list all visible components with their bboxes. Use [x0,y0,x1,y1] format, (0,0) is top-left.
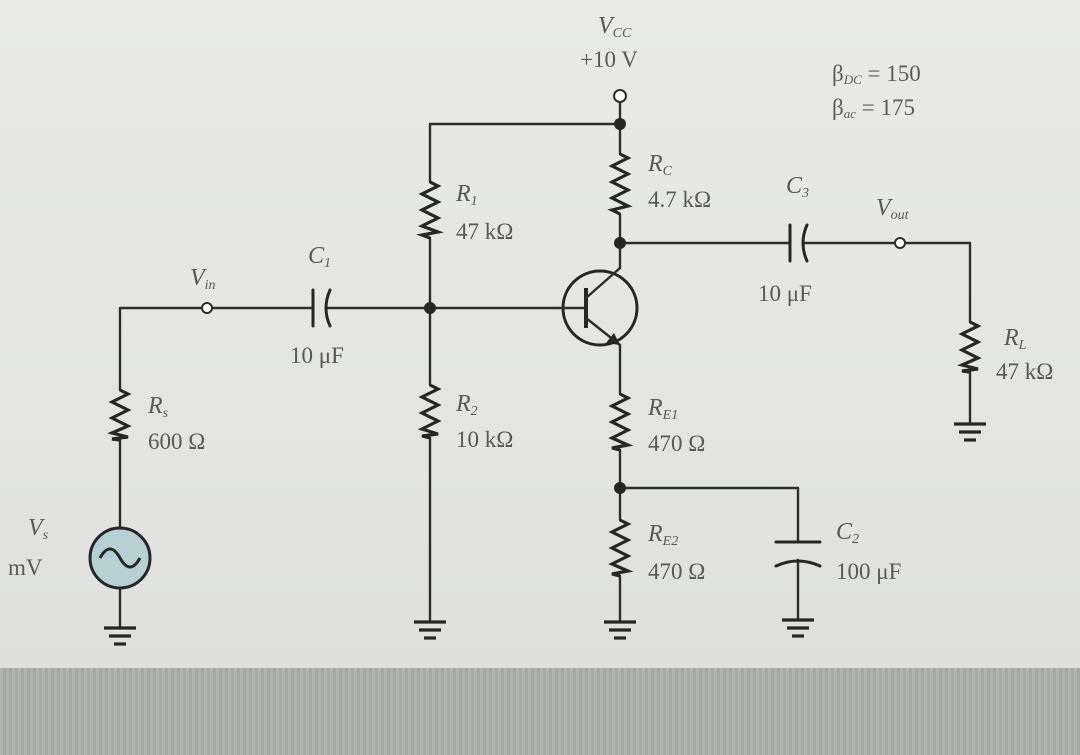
vin-label: Vin [190,265,216,293]
beta-ac: βac = 175 [832,95,915,121]
rl-symbol: RL [1004,325,1027,353]
wire-top-rail [428,122,622,184]
terminal-vout [894,237,906,249]
ground-re2 [604,620,636,640]
ground-rl [954,422,986,442]
terminal-vin [201,302,213,314]
rs-symbol: Rs [148,393,169,421]
resistor-re1 [608,392,634,452]
capacitor-c2 [774,540,822,568]
rs-value: 600 Ω [148,429,206,454]
source-symbol: Vs [28,515,49,543]
re1-symbol: RE1 [648,395,679,423]
c1-value: 10 μF [290,343,344,368]
resistor-re2 [608,518,634,578]
r2-value: 10 kΩ [456,427,514,452]
r1-value: 47 kΩ [456,219,514,244]
capacitor-c1 [311,288,332,328]
resistor-rs [107,388,132,442]
background-surface [0,668,1080,755]
re1-value: 470 Ω [648,431,706,456]
paper-sheet [0,0,1080,670]
junction-emitter [614,482,626,494]
ground-c2 [782,618,814,638]
r1-symbol: R1 [456,181,478,209]
resistor-rl [957,320,982,374]
junction-base [424,302,436,314]
ground-source [104,626,136,646]
rc-value: 4.7 kΩ [648,187,712,212]
rc-symbol: RC [648,151,673,179]
capacitor-c3 [788,223,809,263]
ground-r2 [414,620,446,640]
c2-value: 100 μF [836,559,902,584]
source-unit: mV [8,555,43,580]
resistor-r2 [417,383,442,440]
c1-symbol: C1 [308,243,332,271]
resistor-r1 [416,180,444,240]
rl-value: 47 kΩ [996,359,1054,384]
wire-vout-rl [902,241,972,324]
re2-symbol: RE2 [648,521,679,549]
vout-label: Vout [876,195,909,223]
vcc-symbol: VCC [598,13,632,41]
beta-dc: βDC = 150 [832,61,921,87]
c2-symbol: C2 [836,519,860,547]
wire-node-c2 [618,486,800,544]
junction-collector [614,237,626,249]
re2-value: 470 Ω [648,559,706,584]
ac-voltage-source [88,526,152,590]
terminal-vcc [613,89,627,103]
vcc-value: +10 V [580,47,638,72]
r2-symbol: R2 [456,391,478,419]
junction-vcc [614,118,626,130]
resistor-rc [607,152,633,216]
wire-vin-rs [118,306,205,392]
c3-symbol: C3 [786,173,810,201]
wires [118,100,972,630]
c3-value: 10 μF [758,281,812,306]
npn-transistor [554,266,639,347]
